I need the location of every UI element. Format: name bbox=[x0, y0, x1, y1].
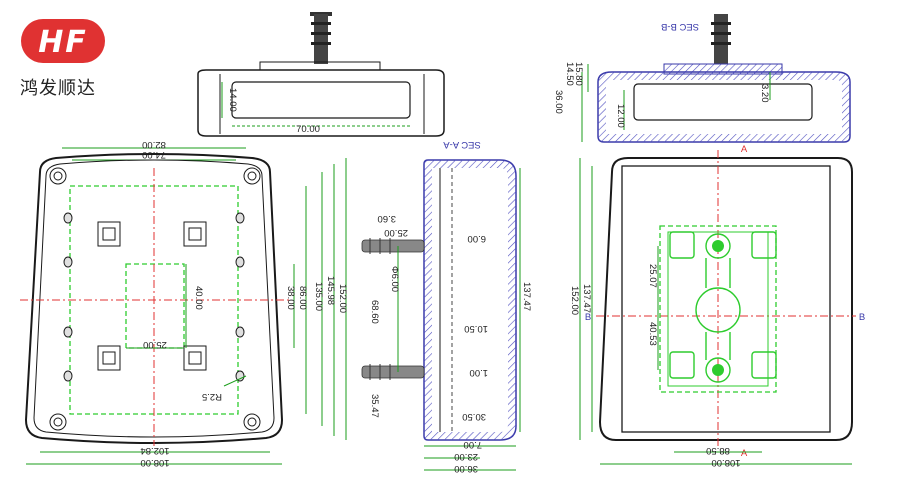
dim-back-152: 152.00 bbox=[569, 286, 580, 315]
dim-back-25-07: 25.07 bbox=[647, 264, 658, 288]
dim-aa-30-50: 30.50 bbox=[462, 411, 486, 422]
dim-r2-5: R2.5 bbox=[202, 391, 222, 402]
dim-25: 25.00 bbox=[143, 339, 167, 350]
dim-aa-68-60: 68.60 bbox=[369, 300, 380, 324]
dim-back-108: 108.00 bbox=[711, 457, 740, 468]
sec-bb-title: SEC B-B bbox=[661, 21, 699, 32]
dim-back-137-47: 137.47 bbox=[581, 284, 592, 313]
dim-aa-7: 7.00 bbox=[464, 439, 483, 450]
dim-aa-35-47: 35.47 bbox=[369, 394, 380, 418]
dim-bb-14-50: 14.50 bbox=[564, 62, 575, 86]
top-view: 70.00 14.00 bbox=[197, 12, 445, 137]
brand-name: 鸿发顺达 bbox=[20, 78, 96, 99]
dim-aa-1: 1.00 bbox=[470, 367, 489, 378]
dim-aa-phi6: Φ6.00 bbox=[389, 266, 400, 292]
sec-aa-title: SEC A-A bbox=[443, 139, 481, 150]
dim-70: 70.00 bbox=[296, 124, 320, 135]
dim-aa-25: 25.00 bbox=[384, 227, 408, 238]
dim-82: 82.00 bbox=[142, 139, 166, 150]
dim-aa-23: 23.00 bbox=[454, 451, 478, 462]
dim-bb-15-80: 15.80 bbox=[573, 62, 584, 86]
dim-86: 86.00 bbox=[297, 286, 308, 310]
back-view: A A B B bbox=[569, 144, 865, 468]
dim-aa-6: 6.00 bbox=[468, 233, 487, 244]
dim-aa-10-50: 10.50 bbox=[464, 323, 488, 334]
dim-40: 40.00 bbox=[193, 286, 204, 310]
dim-back-40-53: 40.53 bbox=[647, 322, 658, 346]
dim-aa-137-47: 137.47 bbox=[521, 282, 532, 311]
dim-bb-36: 36.00 bbox=[553, 90, 564, 114]
dim-bb-3-20: 3.20 bbox=[759, 84, 770, 103]
dim-135: 135.00 bbox=[313, 282, 324, 311]
dim-145-98: 145.98 bbox=[325, 276, 336, 305]
hf-logo: HF bbox=[21, 19, 105, 63]
dim-back-88-50: 88.50 bbox=[706, 445, 730, 456]
label-a-top: A bbox=[741, 144, 748, 155]
front-view: 82.00 74.00 bbox=[20, 139, 348, 468]
label-b-left: B bbox=[585, 312, 591, 323]
logo-letters: HF bbox=[38, 25, 88, 60]
dim-bb-12: 12.00 bbox=[615, 104, 626, 128]
dim-14: 14.00 bbox=[227, 88, 238, 112]
label-b-right: B bbox=[859, 312, 865, 323]
dim-aa-36: 36.00 bbox=[454, 463, 478, 474]
dim-38: 38.00 bbox=[285, 286, 296, 310]
section-bb: SEC B-B 14.50 15.80 36.00 12.00 3.20 bbox=[553, 14, 851, 143]
label-a-bottom: A bbox=[741, 448, 748, 459]
section-aa: SEC A-A 3.60 25.00 6.00 Φ6.00 68.60 10.5… bbox=[361, 139, 532, 474]
dim-152: 152.00 bbox=[337, 284, 348, 313]
dim-102-84: 102.84 bbox=[140, 445, 169, 456]
dim-aa-3-60: 3.60 bbox=[378, 213, 397, 224]
dim-108: 108.00 bbox=[140, 457, 169, 468]
